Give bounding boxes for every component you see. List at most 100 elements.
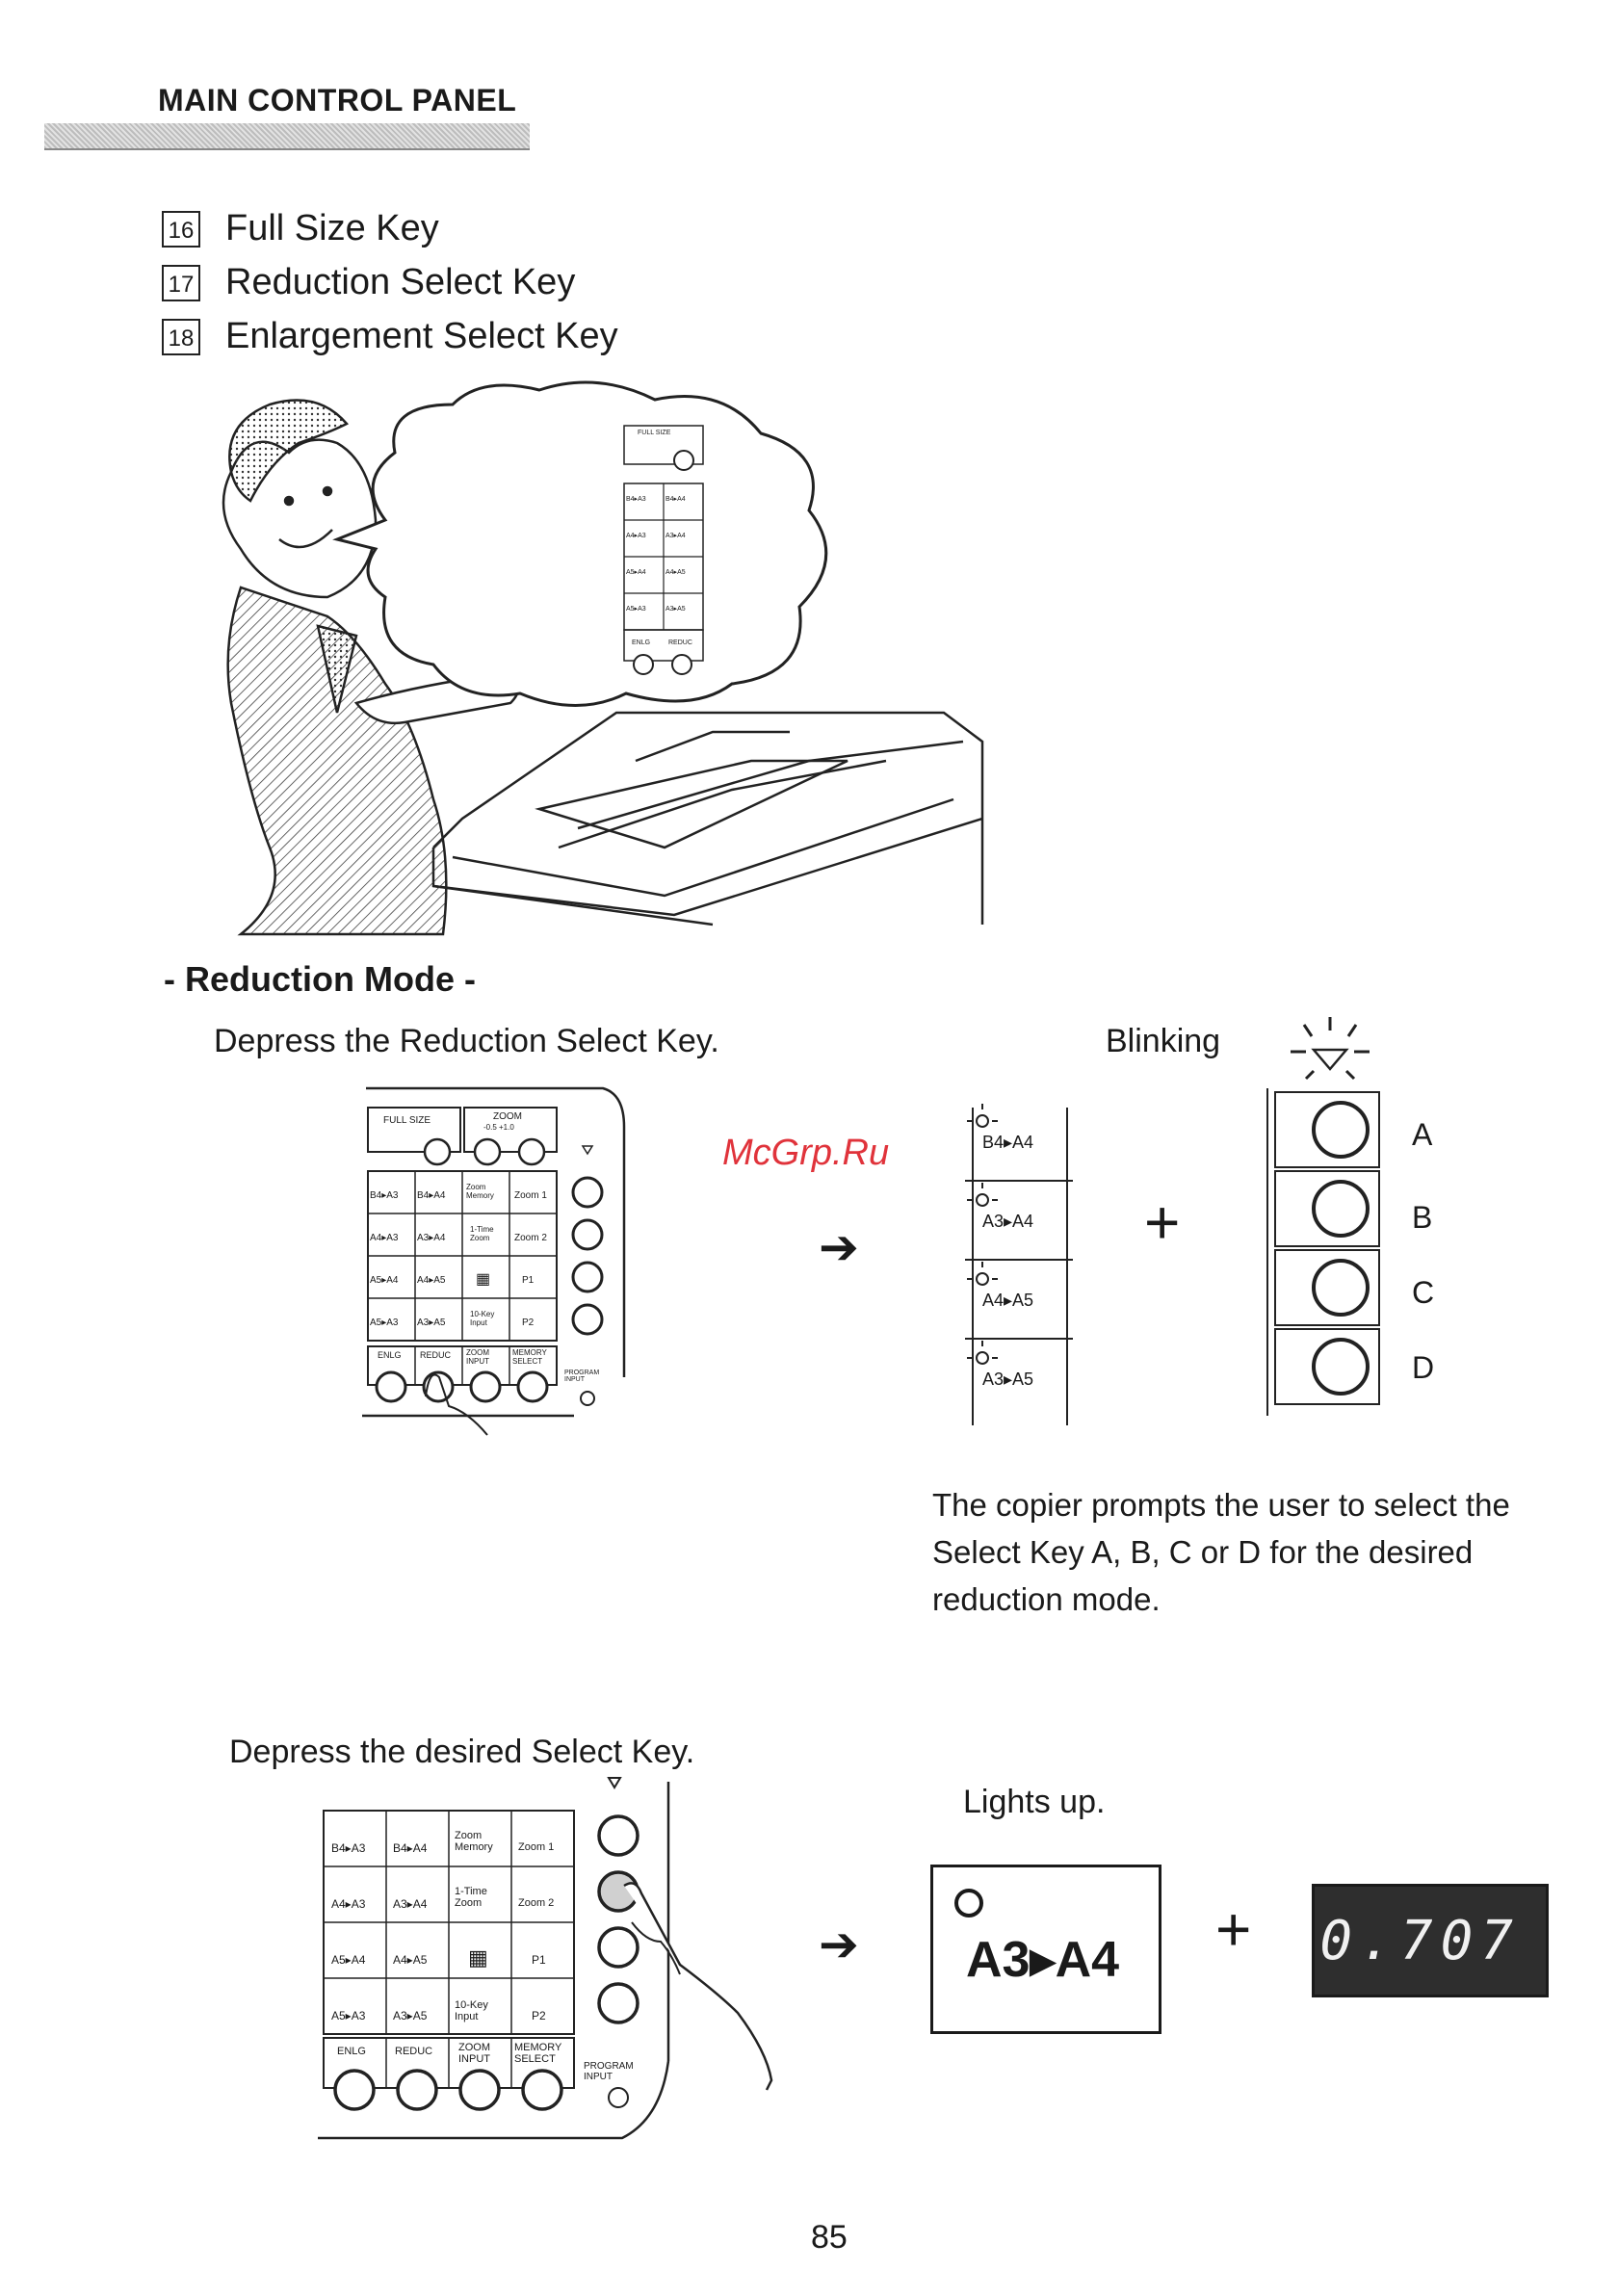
bubble-key-label: B4▸A4 [665, 496, 686, 503]
enlg-label: ENLG [378, 1350, 402, 1360]
key-label: A5▸A4 [331, 1953, 366, 1967]
key-label: A4▸A5 [417, 1275, 446, 1286]
key-label: A5▸A4 [370, 1275, 399, 1286]
zoom-range-label: -0.5 +1.0 [483, 1123, 514, 1132]
key-label: A5▸A3 [331, 2009, 366, 2022]
bubble-enlg-label: ENLG [632, 639, 651, 646]
key-label: A3▸A5 [393, 2009, 428, 2022]
blinking-key-label: A4▸A5 [982, 1291, 1034, 1310]
key-number: 16 [162, 210, 200, 248]
key-label: P2 [532, 2009, 546, 2022]
program-input-label: PROGRAM INPUT [584, 2061, 634, 2082]
key-label: B4▸A3 [331, 1841, 366, 1855]
select-key-letter: D [1412, 1350, 1435, 1385]
key-label: 10-Key Input [455, 1999, 488, 2022]
key-label: A4▸A3 [331, 1897, 366, 1911]
key-label: A4▸A5 [393, 1953, 428, 1967]
blinking-keys: B4▸A4 A3▸A4 A4▸A5 A3▸A5 [944, 1088, 1079, 1425]
key-label: P1 [532, 1953, 546, 1967]
step2-text: Depress the desired Select Key. [229, 1734, 695, 1770]
control-panel-step1: FULL SIZE ZOOM -0.5 +1.0 B4▸A3 B4▸A4 Zoo… [362, 1086, 632, 1436]
bubble-reduc-label: REDUC [668, 639, 692, 646]
copier [431, 711, 984, 926]
zoom-label: ZOOM [493, 1111, 522, 1122]
header-bar [44, 123, 530, 150]
key-label: Zoom 2 [514, 1233, 547, 1243]
bubble-key-label: A3▸A4 [665, 533, 686, 539]
bubble-key-label: A5▸A4 [626, 569, 646, 576]
key-number: 18 [162, 318, 200, 355]
key-label: Reduction Select Key [225, 262, 576, 302]
lights-up-label: Lights up. [963, 1784, 1106, 1820]
bubble-key-label: A5▸A3 [626, 606, 646, 613]
key-label: 1-Time Zoom [455, 1886, 487, 1909]
section-title: - Reduction Mode - [164, 959, 476, 999]
blinking-triangle-icon [1291, 1017, 1370, 1081]
calculator-icon: ▦ [468, 1945, 488, 1970]
select-key-letter: C [1412, 1275, 1435, 1310]
key-list-item-17: 17 Reduction Select Key [162, 262, 575, 303]
bubble-key-label: B4▸A3 [626, 496, 646, 503]
key-label: B4▸A4 [393, 1841, 428, 1855]
key-label: Zoom Memory [455, 1830, 493, 1853]
zoom-input-label: ZOOM INPUT [458, 2042, 490, 2065]
key-label: B4▸A3 [370, 1190, 399, 1201]
key-list-item-16: 16 Full Size Key [162, 208, 439, 249]
bubble-full-size-label: FULL SIZE [638, 430, 671, 436]
memory-select-label: MEMORY SELECT [514, 2042, 562, 2065]
control-panel-step2: B4▸A3 B4▸A4 Zoom Memory Zoom 1 A4▸A3 A3▸… [314, 1772, 796, 2157]
reduc-label: REDUC [420, 1350, 452, 1360]
key-label: 10-Key Input [470, 1310, 495, 1327]
key-label: A3▸A4 [393, 1897, 428, 1911]
bubble-key-label: A4▸A5 [665, 569, 686, 576]
plus-icon: + [1215, 1894, 1252, 1964]
display-value: 0.707 [1319, 1909, 1521, 1972]
key-label: B4▸A4 [417, 1190, 446, 1201]
blinking-label: Blinking [1106, 1023, 1221, 1059]
bubble-panel: FULL SIZE B4▸A3 B4▸A4 A4▸A3 A3▸A4 A5▸A4 … [623, 425, 705, 686]
memory-select-label: MEMORY SELECT [512, 1348, 547, 1366]
key-label: P2 [522, 1318, 535, 1328]
page-header-title: MAIN CONTROL PANEL [158, 83, 517, 117]
blinking-key-label: A3▸A4 [982, 1212, 1034, 1231]
program-input-label: PROGRAM INPUT [564, 1370, 600, 1383]
key-number: 17 [162, 264, 200, 301]
key-label: 1-Time Zoom [470, 1225, 494, 1242]
select-keys [1262, 1088, 1387, 1425]
arrow-right-icon: ➔ [819, 1918, 859, 1971]
page-number: 85 [811, 2219, 848, 2256]
key-label: A3▸A4 [417, 1233, 446, 1243]
calculator-icon: ▦ [476, 1271, 491, 1288]
instruction-note: The copier prompts the user to select th… [932, 1487, 1510, 1617]
key-label: Enlargement Select Key [225, 316, 618, 356]
key-label: P1 [522, 1275, 535, 1286]
blinking-key-label: B4▸A4 [982, 1133, 1034, 1152]
enlg-label: ENLG [337, 2046, 366, 2057]
key-label: Full Size Key [225, 208, 439, 248]
key-label: Zoom 1 [514, 1190, 547, 1201]
blinking-key-label: A3▸A5 [982, 1370, 1034, 1389]
lamp-icon [954, 1889, 983, 1918]
step1-text: Depress the Reduction Select Key. [214, 1023, 719, 1059]
select-key-letter: B [1412, 1200, 1433, 1235]
key-label: Zoom Memory [466, 1183, 494, 1200]
thought-bubble [332, 380, 828, 707]
bubble-key-label: A3▸A5 [665, 606, 686, 613]
lit-key-box: A3▸A4 [930, 1865, 1161, 2034]
key-label: Zoom 2 [518, 1897, 555, 1909]
copier-illustration [222, 380, 984, 936]
plus-icon: + [1144, 1187, 1181, 1257]
key-label: A3▸A5 [417, 1318, 446, 1328]
key-label: Zoom 1 [518, 1841, 555, 1853]
zoom-input-label: ZOOM INPUT [466, 1348, 489, 1366]
zoom-ratio-display: 0.707 [1312, 1884, 1549, 1997]
key-label: A5▸A3 [370, 1318, 399, 1328]
lit-key-label: A3▸A4 [966, 1932, 1120, 1988]
full-size-label: FULL SIZE [383, 1115, 431, 1126]
watermark: McGrp.Ru [722, 1133, 890, 1173]
key-label: A4▸A3 [370, 1233, 399, 1243]
select-key-letter: A [1412, 1117, 1433, 1152]
arrow-right-icon: ➔ [819, 1220, 859, 1274]
man-figure [222, 399, 520, 936]
bubble-key-label: A4▸A3 [626, 533, 646, 539]
